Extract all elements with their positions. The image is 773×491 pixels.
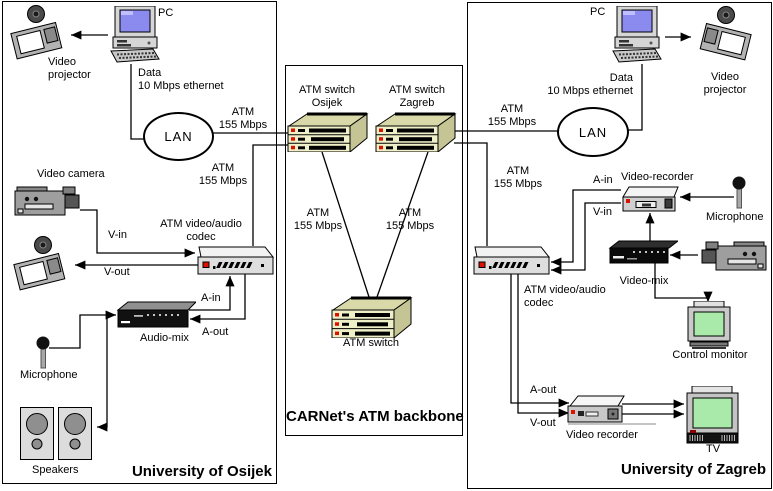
v-out-label: V-out [104,266,130,278]
backbone-box [285,65,463,436]
atm-155-label: ATM 155 Mbps [293,207,343,232]
control-monitor-icon [687,301,731,349]
data-ethernet-label: Data 10 Mbps ethernet [138,67,224,92]
video-recorder-icon [622,186,679,212]
atm-codec-label: ATM video/audio codec [524,284,606,309]
video-mix-label: Video-mix [619,275,669,287]
atm-155-label: ATM 155 Mbps [487,103,537,128]
pc-icon [612,6,662,63]
pc-label: PC [158,7,174,19]
arrow-osijek-audiomix-speakers [97,317,108,432]
data-ethernet-label: Data 10 Mbps ethernet [547,72,633,97]
atm-switch-central-icon [331,296,413,338]
arrow-zagreb-videomix-monitor [654,263,713,302]
arrow-osijek-audiomix-codec-ain [189,276,235,311]
atm-155-label: ATM 155 Mbps [493,165,543,190]
osijek-title: University of Osijek [131,463,272,480]
osijek-site-box [2,1,277,484]
arrow-zagreb-codec-recorder-vout [517,274,569,418]
backbone-title: CARNet's ATM backbone [286,408,464,425]
wire-zagreb-switch-codec [454,142,488,246]
video-recorder-label: Video-recorder [621,171,694,183]
control-monitor-label: Control monitor [672,349,748,361]
v-in-label: V-in [108,229,127,241]
atm-155-label: ATM 155 Mbps [385,207,435,232]
atm-switch-osijek-icon [287,112,369,152]
video-camera-label: Video camera [37,168,105,180]
zagreb-site-box [467,2,772,489]
v-in-label: V-in [593,206,612,218]
microphone-icon [732,176,746,209]
atm-codec-icon [473,246,551,275]
video-projector-label: Video projector [48,56,91,81]
arrow-zagreb-recorder-codec-ain [551,189,621,267]
arrow-osijek-mic-audiomix [49,310,116,349]
tv-label: TV [705,443,721,455]
video-projector-label: Video projector [703,71,747,96]
wire-switch-zagreb-central [376,151,429,298]
lan-label: LAN [164,129,193,144]
video-camera-icon [14,186,80,216]
a-out-label: A-out [202,326,229,338]
atm-155-label: ATM 155 Mbps [218,106,268,131]
video-camera-icon [701,241,767,271]
arrow-zagreb-recorder-codec-vin [551,202,621,275]
wire-zagreb-pc-lan [627,64,643,131]
wire-switch-osijek-central [321,151,370,298]
tv-icon [686,386,739,444]
speaker-icon [58,407,92,460]
wire-osijek-switch-codec [252,144,288,246]
video-recorder-label: Video recorder [566,429,638,441]
atm-codec-icon [197,246,275,275]
video-projector-icon [699,6,752,61]
arrow-osijek-camera-codec-vin [80,209,195,258]
lan-cloud: LAN [557,107,629,157]
speakers-label: Speakers [32,464,79,476]
wire-osijek-pc-lan [130,64,145,140]
atm-switch-label: ATM switch [342,337,400,349]
a-in-label: A-in [593,174,613,186]
a-out-label: A-out [530,384,557,396]
arrow-zagreb-codec-recorder-aout [510,274,569,408]
microphone-label: Microphone [20,369,78,381]
video-mixer-icon [608,240,678,264]
microphone-label: Microphone [706,211,764,223]
microphone-icon [36,336,50,369]
v-out-label: V-out [530,417,556,429]
lan-cloud: LAN [143,112,214,161]
atm-155-label: ATM 155 Mbps [198,162,248,187]
lan-label: LAN [578,124,608,140]
atm-switch-zagreb-label: ATM switch Zagreb [388,84,446,109]
video-projector-icon [13,236,66,291]
atm-switch-zagreb-icon [375,112,457,152]
a-in-label: A-in [201,292,221,304]
atm-switch-osijek-label: ATM switch Osijek [298,84,356,109]
zagreb-title: University of Zagreb [620,461,766,478]
pc-icon [110,6,160,63]
atm-codec-label: ATM video/audio codec [160,218,242,243]
arrow-osijek-codec-audiomix-aout [190,274,246,324]
video-recorder-icon [567,395,625,423]
video-projector-icon [10,5,63,60]
recorder-shadow [568,423,656,425]
speaker-icon [20,407,54,460]
audio-mix-label: Audio-mix [140,332,189,344]
pc-label: PC [590,6,606,18]
audio-mixer-icon [116,301,196,328]
